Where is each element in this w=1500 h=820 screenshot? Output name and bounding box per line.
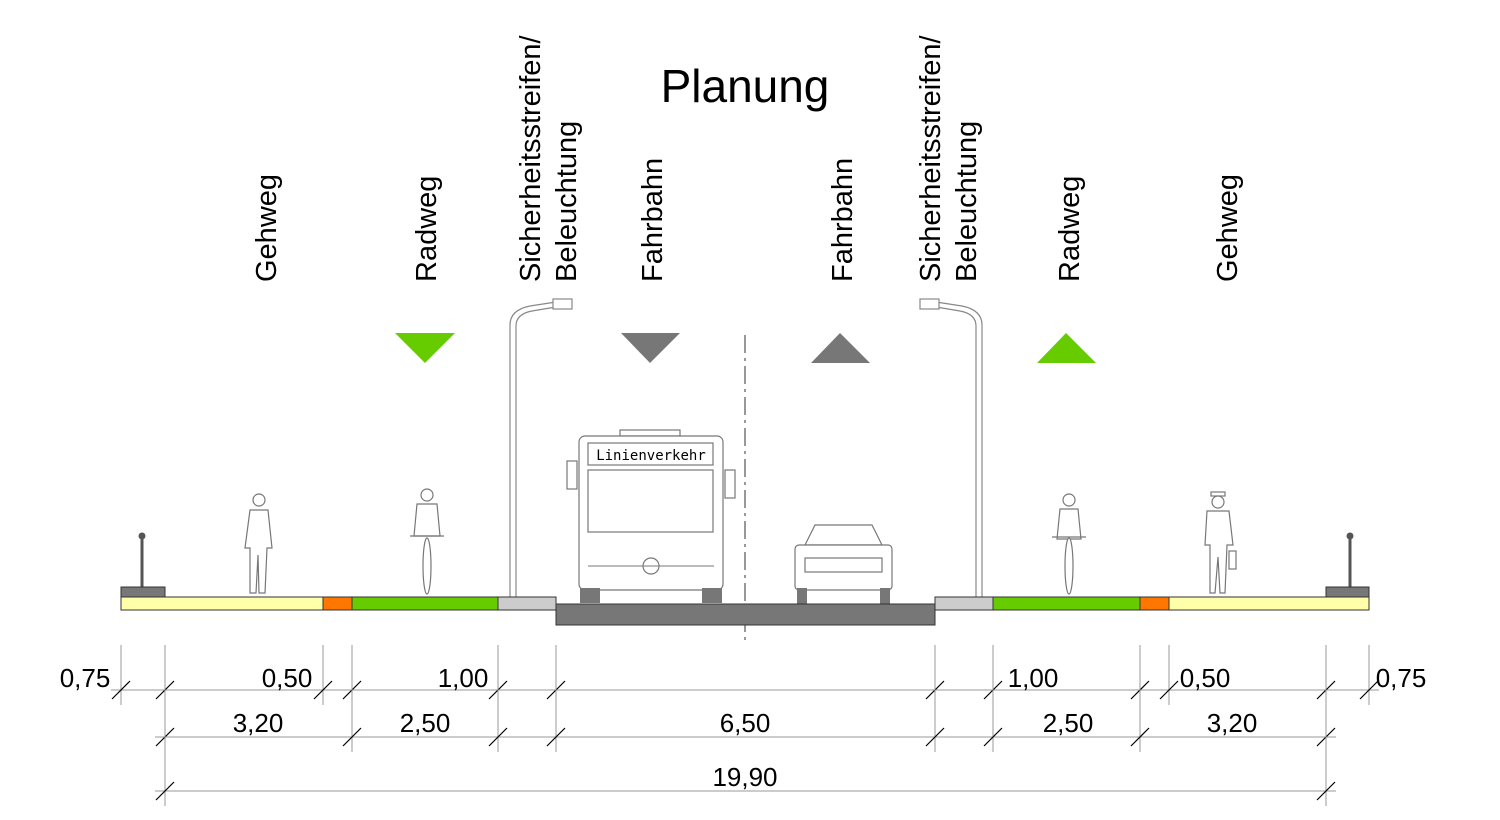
bus-icon: Linienverkehr [566,429,736,603]
radweg-right [992,596,1141,611]
dimension-tick [1159,680,1179,700]
label-right-sicherheit-1: Sicherheitsstreifen/ [915,34,947,282]
trennstreifen-right [1139,596,1170,611]
cyclist-left-icon [410,488,444,595]
trennstreifen-left [322,596,353,611]
dim-row1-4: 0,50 [1180,663,1231,693]
dimension-tick [342,727,362,747]
dimension-lines [111,645,1379,806]
arrow-up-fahrbahn-icon [811,333,870,363]
dimension-tick [546,727,566,747]
label-right-fahrbahn: Fahrbahn [827,158,859,282]
dim-row1-2: 1,00 [438,663,489,693]
arrow-down-radweg-icon [395,333,455,363]
label-right-gehweg: Gehweg [1212,174,1244,282]
sicherheit-right [934,596,994,611]
car-icon [794,524,893,604]
dim-row1-1: 0,50 [262,663,313,693]
cyclist-right-icon [1052,493,1086,595]
gehweg-right [1168,596,1370,611]
curb-left [120,586,166,598]
dim-row1-0: 0,75 [60,663,111,693]
dim-row2-0: 3,20 [233,708,284,738]
bus-destination-sign: Linienverkehr [596,448,706,464]
fahrbahn [555,603,936,626]
street-lamp-right-icon [919,298,983,597]
radweg-left [351,596,499,611]
label-left-fahrbahn: Fahrbahn [637,158,669,282]
pedestrian-right-icon [1204,491,1237,594]
dimension-tick [925,727,945,747]
dimension-tick [1359,680,1379,700]
dimension-tick [1130,727,1150,747]
bollard-left-icon [138,532,146,588]
dim-row2-4: 3,20 [1207,708,1258,738]
label-left-gehweg: Gehweg [251,174,283,282]
arrow-down-fahrbahn-icon [621,333,680,363]
label-left-sicherheit-1: Sicherheitsstreifen/ [515,34,547,282]
dim-total: 19,90 [712,762,777,792]
dimension-tick [313,680,333,700]
sicherheit-left [497,596,557,611]
gehweg-left [120,596,324,611]
dimension-tick [1316,781,1336,801]
dimension-labels: 0,75 0,50 1,00 1,00 0,50 0,75 3,20 2,50 … [60,663,1427,792]
bollard-right-icon [1346,532,1354,588]
label-left-sicherheit-2: Beleuchtung [551,121,583,282]
curb-right [1325,586,1370,598]
road-section [120,586,1370,626]
title: Planung [661,60,830,112]
dim-row1-5: 0,75 [1376,663,1427,693]
dimension-tick [111,680,131,700]
dim-row2-1: 2,50 [400,708,451,738]
label-left-radweg: Radweg [411,176,443,282]
zone-labels: Gehweg Radweg Sicherheitsstreifen/ Beleu… [251,34,1244,282]
dimension-tick [983,727,1003,747]
label-right-sicherheit-2: Beleuchtung [951,121,983,282]
dimension-tick [488,727,508,747]
dim-row2-3: 2,50 [1043,708,1094,738]
street-lamp-left-icon [509,298,573,597]
label-right-radweg: Radweg [1054,176,1086,282]
pedestrian-left-icon [244,493,273,594]
dim-row2-2: 6,50 [720,708,771,738]
dimension-tick [155,781,175,801]
arrow-up-radweg-icon [1037,333,1096,363]
dim-row1-3: 1,00 [1008,663,1059,693]
